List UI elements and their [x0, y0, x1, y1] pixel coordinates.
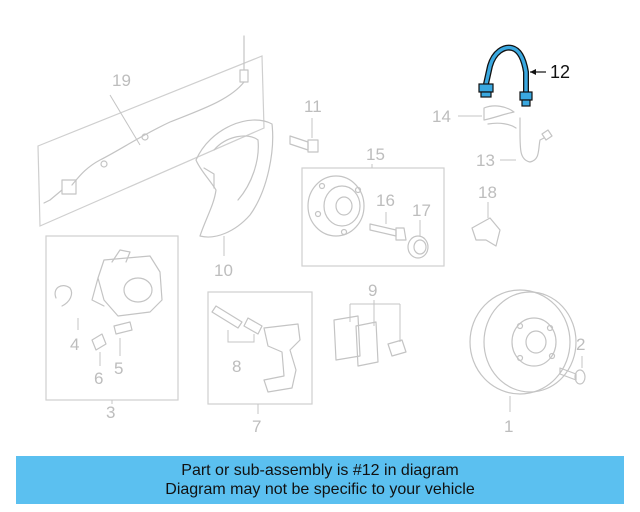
part-10-backing-plate — [195, 119, 274, 256]
hub-assembly-box — [301, 167, 445, 267]
callout-4: 4 — [70, 335, 79, 354]
callout-3: 3 — [106, 403, 115, 422]
callout-18: 18 — [478, 183, 497, 202]
parts-diagram: 19 11 10 15 16 17 14 13 18 12 4 6 5 3 8 … — [37, 35, 586, 436]
callout-12: 12 — [550, 62, 570, 82]
callout-2: 2 — [576, 335, 585, 354]
callout-14: 14 — [432, 107, 451, 126]
part-8-guide-pins — [211, 305, 263, 343]
caliper-assembly-box — [45, 235, 179, 401]
part-18-clip — [471, 202, 501, 247]
callout-5: 5 — [114, 359, 123, 378]
part-6-boot — [91, 333, 107, 366]
callout-15: 15 — [366, 145, 385, 164]
part-4-spring — [54, 285, 79, 330]
part-14-bracket — [458, 105, 517, 129]
part-15-hub — [307, 175, 365, 237]
info-banner: Part or sub-assembly is #12 in diagram D… — [16, 456, 624, 504]
callout-7: 7 — [252, 417, 261, 436]
part-1-disc — [469, 289, 577, 412]
callout-13: 13 — [476, 151, 495, 170]
part-3-caliper — [91, 249, 163, 317]
part-19-abs-sensor — [37, 35, 265, 227]
part-16-hub-bolt — [369, 212, 407, 241]
banner-line-1: Part or sub-assembly is #12 in diagram — [181, 462, 459, 479]
callout-10: 10 — [214, 261, 233, 280]
callout-17: 17 — [412, 201, 431, 220]
part-12-brake-hose — [478, 44, 546, 107]
part-7-carrier — [263, 323, 301, 393]
callout-16: 16 — [376, 191, 395, 210]
part-2-screw — [559, 356, 586, 385]
part-9-pads — [333, 300, 407, 367]
part-11-bolt — [289, 118, 319, 153]
carrier-assembly-box — [207, 291, 313, 405]
callout-1: 1 — [504, 417, 513, 436]
callout-6: 6 — [94, 369, 103, 388]
banner-line-2: Diagram may not be specific to your vehi… — [165, 481, 475, 498]
callout-8: 8 — [232, 357, 241, 376]
part-17-cap — [407, 220, 429, 259]
callout-11: 11 — [304, 97, 322, 116]
callout-9: 9 — [368, 281, 377, 300]
callout-19: 19 — [112, 71, 131, 90]
part-5-bleeder — [113, 321, 133, 356]
part-13-brake-line — [500, 117, 553, 163]
